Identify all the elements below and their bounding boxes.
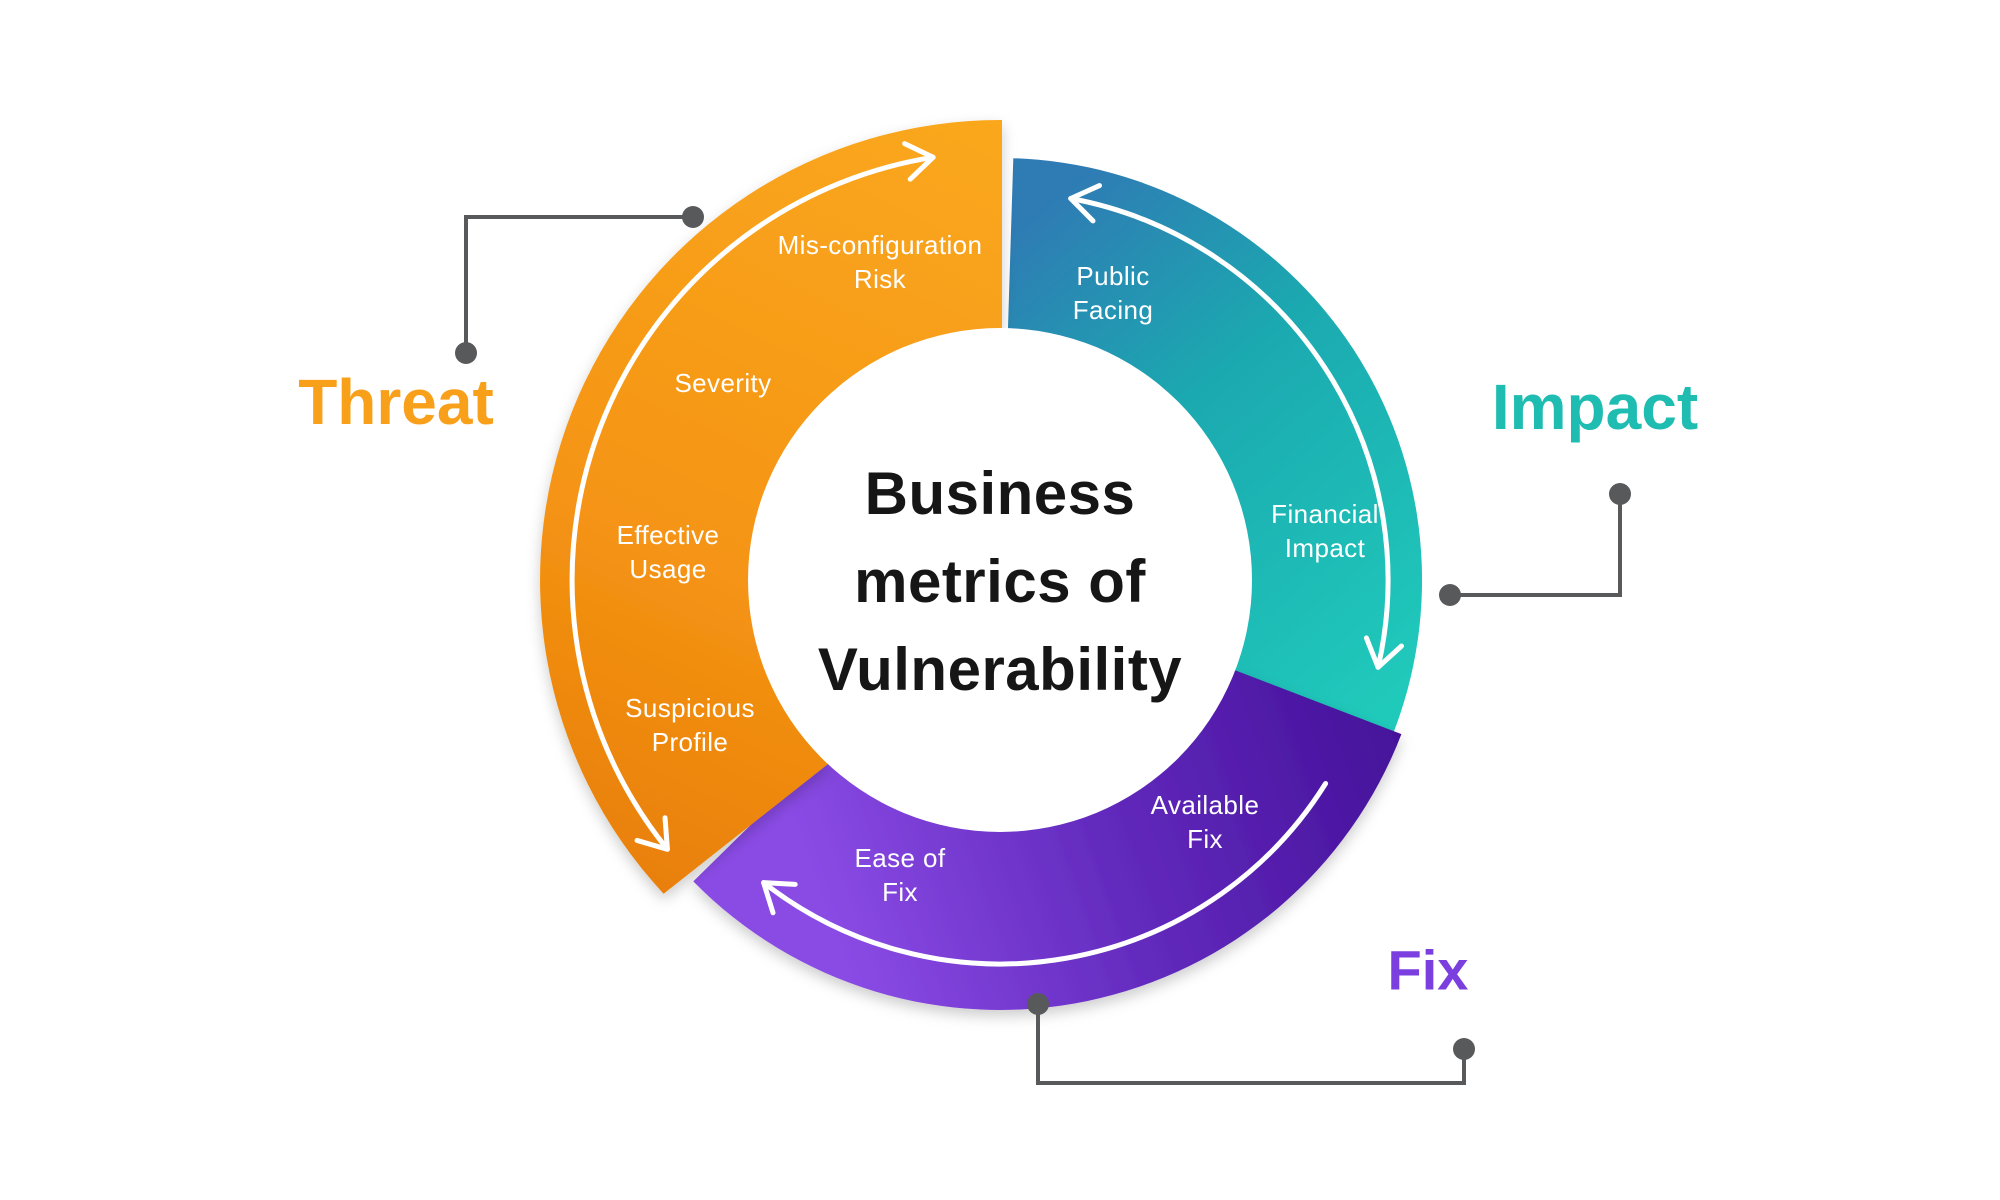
impact-connector [1450,494,1622,597]
connector-dot [1027,993,1049,1015]
ring-label-public-facing: Public Facing [1072,261,1154,325]
center-title: Business metrics of Vulnerability [818,450,1182,714]
connector-dot [1609,483,1631,505]
threat-category-label: Threat [298,366,494,438]
fix-flow-arrow [761,781,1329,967]
threat-connector [464,215,693,353]
ring-label-mis-configuration-risk: Mis-configuration Risk [777,230,983,294]
connector-dot [1453,1038,1475,1060]
ring-label-available-fix: Available Fix [1150,790,1260,854]
impact-category-label: Impact [1491,371,1699,443]
connector-dot [455,342,477,364]
fix-category-label: Fix [1387,938,1469,1002]
threat-flow-arrow [569,141,936,852]
fix-segment [693,669,1402,1010]
ring-label-effective-usage: Effective Usage [616,520,720,584]
center-title-line: metrics of [854,548,1146,615]
ring-label-ease-of-fix: Ease of Fix [854,843,946,907]
connector-dot [1439,584,1461,606]
ring-label-suspicious-profile: Suspicious Profile [625,693,755,757]
fix-connector [1036,1004,1466,1085]
impact-flow-arrow [1068,183,1404,670]
ring-label-severity: Severity [674,368,772,398]
ring-label-financial-impact: Financial Impact [1271,499,1379,563]
center-title-line: Business [864,460,1136,527]
connector-dot [682,206,704,228]
center-title-line: Vulnerability [817,636,1183,703]
